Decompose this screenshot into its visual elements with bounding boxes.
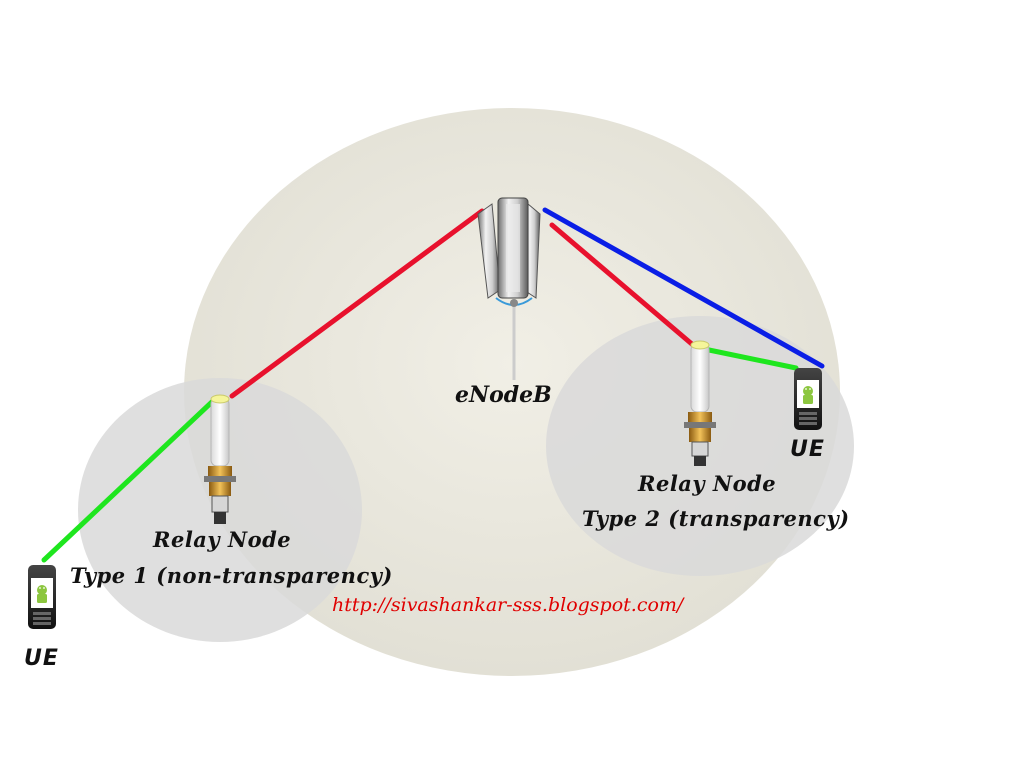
relay-node-tower-icon <box>684 340 716 466</box>
relay1-label-type: Type 1 (non-transparency) <box>70 563 393 588</box>
link-relay1-ue-left <box>41 397 217 563</box>
link-enodeb-ue-right <box>542 207 825 369</box>
link-relay2-ue-right <box>706 347 799 371</box>
base-station-antenna-icon <box>477 197 541 380</box>
link-enodeb-relay2 <box>549 222 696 348</box>
ue-left-label: UE <box>24 646 59 671</box>
android-phone-icon <box>28 565 56 629</box>
blog-url-text: http://sivashankar-sss.blogspot.com/ <box>332 594 684 616</box>
ue-right-label: UE <box>790 437 825 462</box>
relay1-label-name: Relay Node <box>153 527 292 552</box>
relay2-label-name: Relay Node <box>638 471 777 496</box>
android-phone-icon <box>794 368 822 430</box>
relay-node-tower-icon <box>204 394 236 524</box>
enodeb-label: eNodeB <box>455 382 552 408</box>
link-enodeb-relay1 <box>229 208 485 399</box>
relay2-label-type: Type 2 (transparency) <box>582 506 850 531</box>
